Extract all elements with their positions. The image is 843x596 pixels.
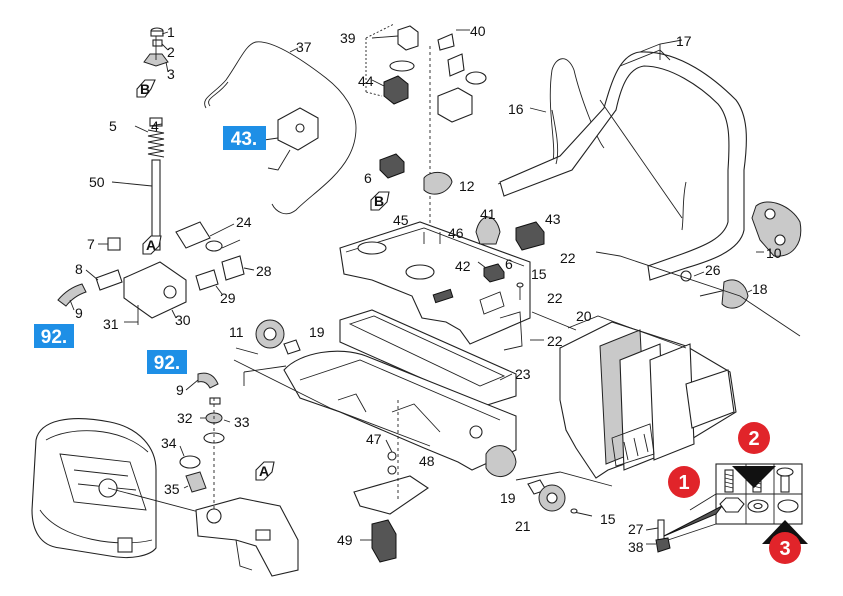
part-label: 10 [766, 245, 782, 261]
part-label: 26 [705, 262, 721, 278]
part-label: 34 [161, 435, 177, 451]
hex-marker-a-left: A [142, 235, 162, 255]
part-label: 33 [234, 414, 250, 430]
rod-37 [204, 41, 357, 215]
part-label: 35 [164, 481, 180, 497]
part-label: 1 [167, 24, 175, 40]
part-label: 2 [167, 44, 175, 60]
part-label: 19 [500, 490, 516, 506]
part-label: 46 [448, 225, 464, 241]
svg-text:92.: 92. [41, 327, 67, 348]
part-label: 38 [628, 539, 644, 555]
shaft-assembly [57, 27, 187, 325]
control-panel-housing [339, 153, 545, 351]
part-label: 15 [600, 511, 616, 527]
red-callout-3: 3 [769, 532, 801, 564]
svg-text:A: A [259, 463, 269, 479]
hex-marker-b-left: B [136, 79, 156, 98]
red-callout-1: 1 [668, 466, 700, 498]
switch-parts [365, 23, 487, 228]
part-label: 32 [177, 410, 193, 426]
bin-20 [515, 251, 801, 487]
svg-text:B: B [374, 193, 384, 209]
part-labels: 1 2 3 4 5 50 7 8 9 31 30 24 28 29 37 39 … [75, 23, 782, 555]
part-label: 24 [236, 214, 252, 230]
housing-body [31, 418, 215, 559]
part-label: 11 [229, 324, 244, 340]
detail-zoom [195, 497, 299, 577]
part-label: 20 [576, 308, 592, 324]
ref-badge-43: 43. [223, 126, 266, 150]
ref-badge-92-mid: 92. [147, 350, 187, 374]
part-label: 27 [628, 521, 644, 537]
part-label: 44 [358, 73, 374, 89]
screw-27-38 [645, 519, 671, 553]
part-label: 42 [455, 258, 471, 274]
part-label: 41 [480, 206, 496, 222]
base-plate [243, 350, 517, 471]
svg-text:92.: 92. [154, 353, 180, 374]
bracket-43-detail [263, 107, 319, 171]
part-label: 29 [220, 290, 236, 306]
part-label: 21 [515, 518, 531, 534]
part-label: 47 [366, 431, 382, 447]
part-label: 16 [508, 101, 524, 117]
part-label: 49 [337, 532, 353, 548]
part-label: 23 [515, 366, 531, 382]
part-label: 22 [547, 333, 563, 349]
part-label: 3 [167, 66, 175, 82]
svg-text:A: A [146, 237, 156, 253]
part-label: 28 [256, 263, 272, 279]
part-label: 6 [505, 256, 513, 272]
part-label: 22 [560, 250, 576, 266]
hex-marker-a-bottom: A [255, 461, 275, 481]
fittings [175, 221, 255, 295]
part-label: 22 [547, 290, 563, 306]
part-label: 39 [340, 30, 356, 46]
part-label: 12 [459, 178, 475, 194]
hose-fittings [179, 372, 231, 510]
part-label: 18 [752, 281, 768, 297]
part-label: 50 [89, 174, 105, 190]
handle-bar [497, 39, 747, 281]
part-label: 37 [296, 39, 312, 55]
part-label: 6 [364, 170, 372, 186]
tray-23 [339, 309, 517, 407]
hex-marker-b-center: B [370, 191, 390, 211]
svg-text:2: 2 [748, 428, 759, 450]
part-label: 43 [545, 211, 561, 227]
part-label: 40 [470, 23, 486, 39]
part-label: 30 [175, 312, 191, 328]
svg-text:43.: 43. [231, 129, 257, 150]
gear-11 [255, 319, 301, 355]
part-label: 48 [419, 453, 435, 469]
part-label: 5 [109, 118, 117, 134]
part-label: 7 [87, 236, 95, 252]
part-label: 8 [75, 261, 83, 277]
part-label: 45 [393, 212, 409, 228]
part-label: 9 [176, 382, 184, 398]
part-label: 15 [531, 266, 547, 282]
part-label: 9 [75, 305, 83, 321]
part-label: 4 [151, 118, 159, 134]
knob-21 [485, 445, 593, 517]
svg-text:3: 3 [779, 538, 790, 560]
svg-text:1: 1 [678, 472, 689, 494]
handle-clamp [680, 201, 802, 309]
ref-badge-92-top: 92. [34, 324, 74, 348]
red-callout-2: 2 [738, 422, 770, 454]
svg-text:B: B [140, 81, 150, 97]
part-label: 19 [309, 324, 325, 340]
part-label: 31 [103, 316, 119, 332]
lower-center-parts [353, 400, 429, 563]
part-label: 17 [676, 33, 692, 49]
